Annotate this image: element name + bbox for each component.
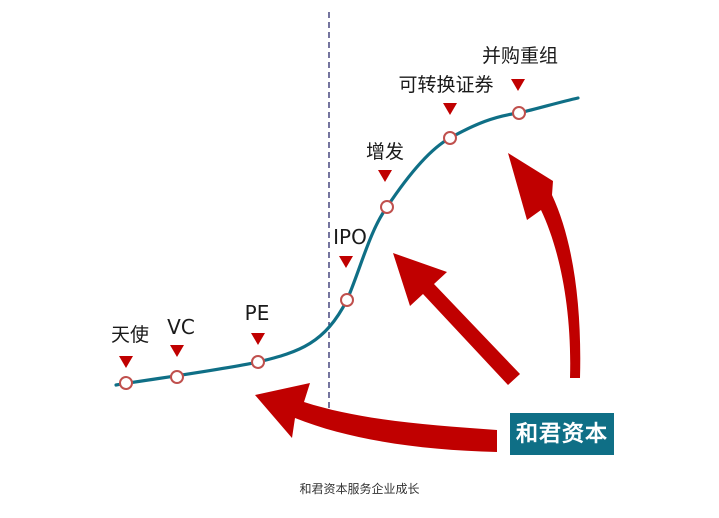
stage-marker-ipo (339, 256, 353, 268)
stage-label-pe: PE (245, 301, 270, 325)
stage-node-follow-on (380, 200, 394, 214)
stage-label-follow-on: 增发 (366, 141, 404, 163)
stage-node-ma (512, 106, 526, 120)
stage-node-angel (119, 376, 133, 390)
stage-label-angel: 天使 (111, 324, 149, 346)
growth-curve (114, 96, 580, 387)
stage-node-convertible (443, 131, 457, 145)
stage-node-pe (251, 355, 265, 369)
arrow-to-ipo-stage (393, 253, 520, 385)
stage-node-ipo (340, 293, 354, 307)
figure-caption: 和君资本服务企业成长 (299, 482, 420, 496)
stage-node-vc (170, 370, 184, 384)
arrow-to-later-stage (508, 153, 581, 378)
stage-marker-ma (511, 79, 525, 91)
stage-marker-convertible (443, 103, 457, 115)
stage-marker-vc (170, 345, 184, 357)
brand-box (510, 413, 614, 455)
stage-marker-follow-on (378, 170, 392, 182)
brand-label: 和君资本 (516, 421, 608, 447)
stage-marker-pe (251, 333, 265, 345)
stage-label-ma: 并购重组 (482, 45, 558, 67)
stage-label-convertible: 可转换证券 (398, 74, 493, 96)
stage-label-ipo: IPO (333, 225, 367, 249)
stage-label-vc: VC (167, 315, 195, 339)
arrow-to-early-stage (255, 383, 497, 452)
stage-marker-angel (119, 356, 133, 368)
